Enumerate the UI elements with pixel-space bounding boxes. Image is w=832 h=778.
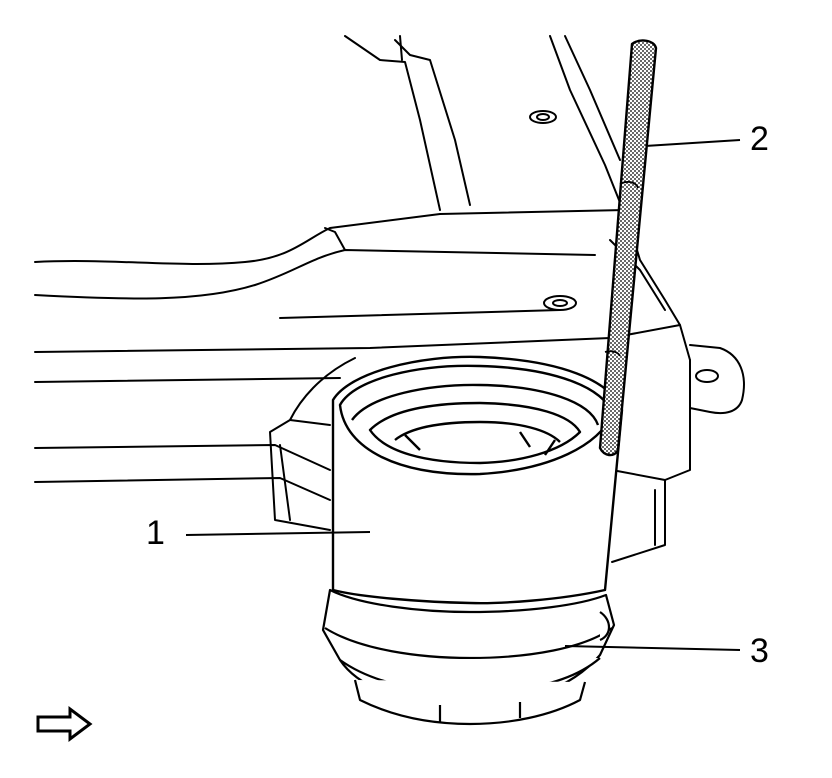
leader-lines	[185, 139, 741, 651]
outline-arrow-right-icon	[36, 706, 93, 742]
callout-1-label: 1	[146, 514, 165, 552]
bushing	[321, 588, 616, 726]
callout-2-label: 2	[750, 120, 769, 158]
installer-sleeve	[331, 355, 624, 605]
drift-tool	[598, 39, 658, 457]
callout-3-label: 3	[750, 632, 769, 670]
